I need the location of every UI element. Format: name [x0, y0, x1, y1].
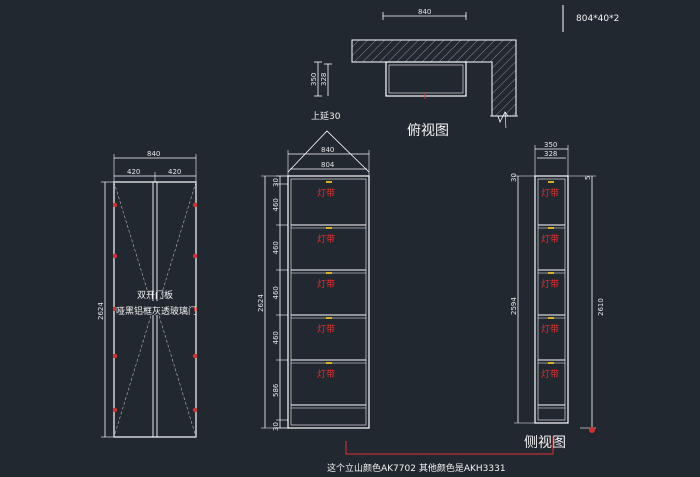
- color-note: 这个立山颜色AK7702 其他颜色是AKH3331: [327, 436, 554, 474]
- front-section-dim: 460: [272, 331, 280, 344]
- spec-label: 804*40*2: [576, 14, 619, 24]
- front-section-dim: 586: [272, 383, 280, 397]
- front-section-dim: 460: [272, 286, 280, 299]
- side-height-inner-dim: 2594: [510, 297, 518, 315]
- wall-hatch: [351, 39, 517, 117]
- front-shelf-label: 灯带: [317, 234, 335, 245]
- front-height-dim: 2624: [257, 294, 265, 312]
- door-note-line1: 双开门板: [137, 289, 173, 301]
- side-cabinet-outline: [534, 175, 569, 424]
- front-shelf-label: 灯带: [317, 324, 335, 335]
- side-view-title: 侧视图: [524, 435, 566, 451]
- door-leaf-right-dim: 420: [168, 168, 181, 176]
- door-height-dim: 2624: [97, 302, 105, 320]
- door-leaf-left-dim: 420: [127, 168, 140, 176]
- side-depth-inner-dim: 328: [544, 150, 557, 158]
- side-top-right-dim: 5: [584, 176, 592, 180]
- front-section-dim: 460: [272, 241, 280, 254]
- top-view-width-dim: 840: [418, 8, 431, 16]
- top-view-depth-inner-dim: 328: [320, 73, 328, 86]
- door-hinges: [112, 202, 198, 413]
- front-elevation: 上延30 840 804 2624 30 460 460 460 460 586 30 灯带…: [257, 110, 370, 431]
- side-top-dim: 30: [510, 173, 518, 182]
- front-shelf-label: 灯带: [317, 279, 335, 290]
- top-view: 840 350 328 俯视图: [310, 8, 518, 139]
- side-shelf-label: 灯带: [541, 234, 559, 245]
- front-vertical-dims: 30 460 460 460 460 586 30: [272, 175, 288, 431]
- front-section-dim: 460: [272, 198, 280, 211]
- front-section-dim: 30: [272, 422, 280, 431]
- front-outer-width-dim: 840: [321, 146, 334, 154]
- front-top-note: 上延30: [311, 110, 341, 122]
- side-shelf-label: 灯带: [541, 188, 559, 199]
- spec-label-box: 804*40*2: [562, 5, 619, 32]
- door-total-width-dim: 840: [147, 150, 160, 158]
- front-section-dim: 30: [272, 178, 280, 187]
- front-shelf-label: 灯带: [317, 369, 335, 380]
- front-inner-width-dim: 804: [321, 161, 335, 169]
- top-view-depth-outer-dim: 350: [310, 73, 318, 86]
- color-note-text: 这个立山颜色AK7702 其他颜色是AKH3331: [327, 462, 506, 474]
- side-height-outer-dim: 2610: [597, 298, 605, 316]
- front-shelf-label: 灯带: [317, 188, 335, 199]
- front-cabinet-outline: [287, 175, 370, 429]
- side-shelf-label: 灯带: [541, 279, 559, 290]
- top-view-cabinet: [385, 61, 467, 97]
- side-depth-outer-dim: 350: [544, 141, 557, 149]
- door-elevation: 840 420 420 2624 双开门板 哑黑铝框灰透玻璃门: [97, 150, 198, 438]
- side-shelf-label: 灯带: [541, 369, 559, 380]
- top-view-title: 俯视图: [407, 123, 449, 139]
- door-note-line2: 哑黑铝框灰透玻璃门: [116, 305, 197, 317]
- side-shelf-label: 灯带: [541, 324, 559, 335]
